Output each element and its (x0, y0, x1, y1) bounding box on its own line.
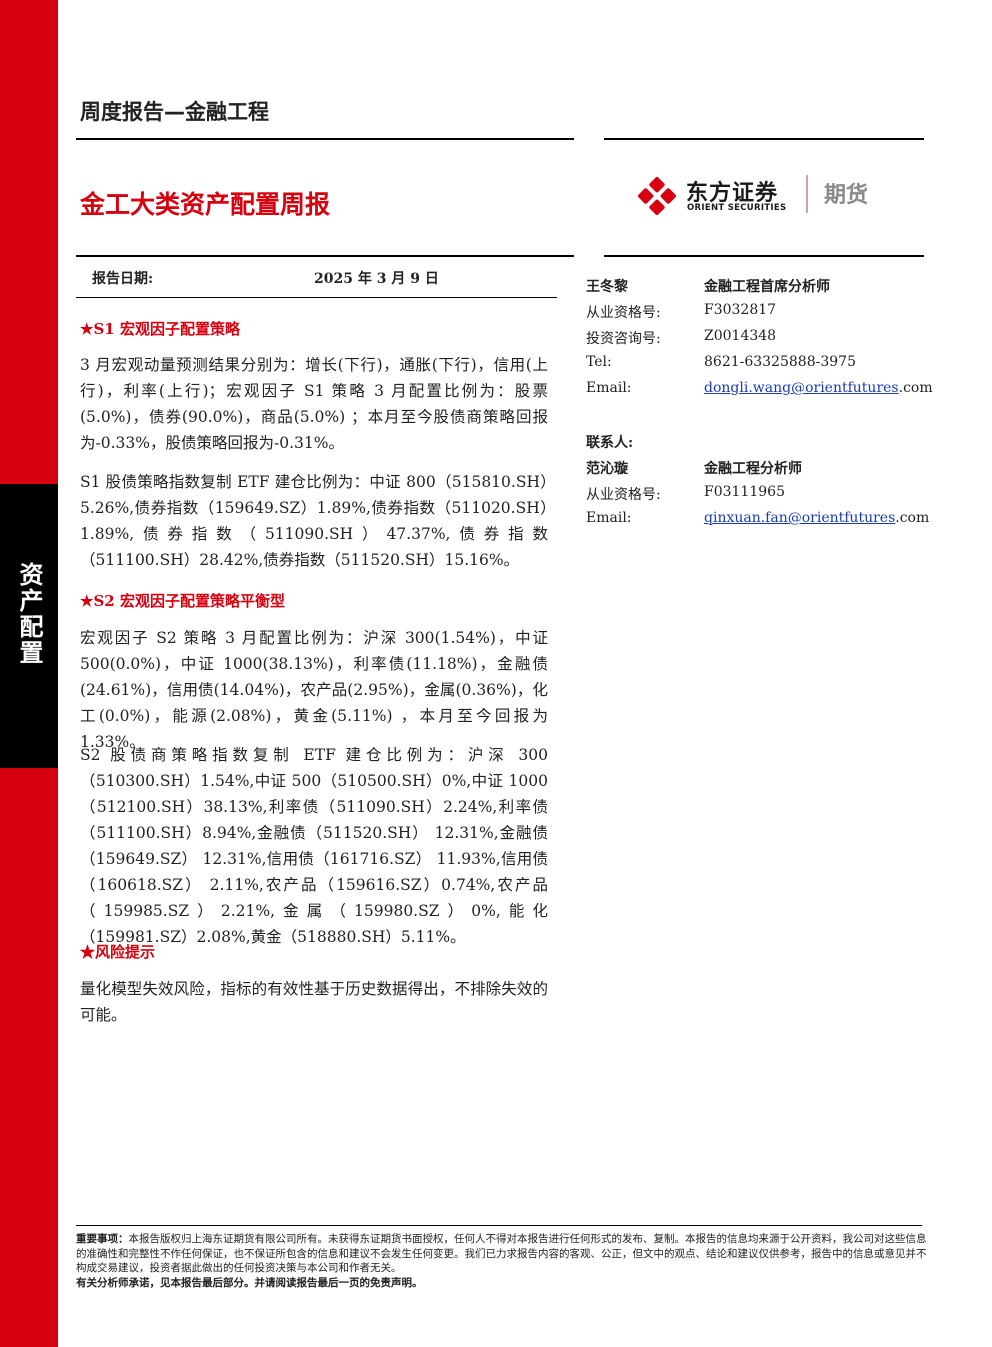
section-s2-paragraph-1: 宏观因子 S2 策略 3 月配置比例为：沪深 300(1.54%)，中证 500… (80, 629, 548, 751)
email-domain-suffix: .com (898, 380, 933, 396)
field-value: Z0014348 (704, 328, 777, 344)
contact-name: 范沁璇 (586, 461, 628, 477)
email-label: Email: (586, 510, 632, 526)
category-label: 资产配置 (0, 562, 58, 666)
disclaimer-label: 重要事项： (76, 1233, 129, 1245)
field-label: Tel: (586, 354, 612, 370)
logo-en-text: ORIENT SECURITIES (687, 203, 787, 213)
field-value: F3032817 (704, 302, 777, 318)
contact-heading: 联系人: (586, 435, 634, 451)
analyst-title: 金融工程首席分析师 (704, 279, 830, 295)
report-title: 金工大类资产配置周报 (80, 190, 331, 219)
orient-logo-icon (638, 177, 676, 215)
report-date-label: 报告日期: (92, 271, 154, 287)
logo-futures-text: 期货 (824, 183, 869, 208)
report-date-value: 2025 年 3 月 9 日 (314, 271, 439, 287)
logo-cn-text: 东方证券 (686, 181, 779, 206)
category-label-text: 资产配置 (15, 562, 43, 666)
risk-paragraph: 量化模型失效风险，指标的有效性基于历史数据得出，不排除失效的可能。 (80, 980, 548, 1024)
section-heading-risk: ★风险提示 (80, 943, 156, 961)
category-tab (0, 484, 58, 768)
footer-rule (76, 1225, 922, 1226)
section-s1-paragraph-1: 3 月宏观动量预测结果分别为：增长(下行)，通胀(下行)，信用(上行)，利率(上… (80, 356, 548, 452)
field-label: 从业资格号: (586, 305, 661, 321)
analyst-name: 王冬黎 (586, 279, 628, 295)
email-domain-suffix: .com (895, 510, 930, 526)
section-heading-s2: ★S2 宏观因子配置策略平衡型 (80, 592, 285, 610)
disclaimer-note: 有关分析师承诺，见本报告最后部分。并请阅读报告最后一页的免责声明。 (76, 1276, 423, 1289)
title-rule-left (76, 255, 574, 257)
contact-email-link[interactable]: qinxuan.fan@orientfutures (704, 510, 896, 526)
email-value: qinxuan.fan@orientfutures.com (704, 510, 929, 526)
disclaimer-text: 本报告版权归上海东证期货有限公司所有。未获得东证期货书面授权，任何人不得对本报告… (76, 1233, 927, 1274)
section-s1-paragraph-2: S1 股债策略指数复制 ETF 建仓比例为：中证 800（515810.SH）5… (80, 473, 548, 569)
section-heading-s1: ★S1 宏观因子配置策略 (80, 320, 240, 338)
email-value: dongli.wang@orientfutures.com (704, 380, 933, 396)
analyst-email-link[interactable]: dongli.wang@orientfutures (704, 380, 899, 396)
field-label: 从业资格号: (586, 487, 661, 503)
title-rule-right (604, 255, 924, 257)
email-label: Email: (586, 380, 632, 396)
header-rule-right (604, 138, 924, 140)
logo-divider (806, 175, 808, 213)
field-label: 投资咨询号: (586, 331, 661, 347)
contact-title: 金融工程分析师 (704, 461, 802, 477)
section-s2-paragraph-2: S2 股债商策略指数复制 ETF 建仓比例为：沪深 300（510300.SH）… (80, 746, 548, 946)
date-rule (76, 297, 557, 298)
header-rule-left (76, 138, 574, 140)
company-logo: 东方证券 ORIENT SECURITIES 期货 (636, 173, 886, 217)
footer-disclaimer: 重要事项：本报告版权归上海东证期货有限公司所有。未获得东证期货书面授权，任何人不… (76, 1232, 928, 1290)
field-value: 8621-63325888-3975 (704, 354, 856, 370)
report-type: 周度报告—金融工程 (80, 100, 269, 124)
field-value: F03111965 (704, 484, 785, 500)
